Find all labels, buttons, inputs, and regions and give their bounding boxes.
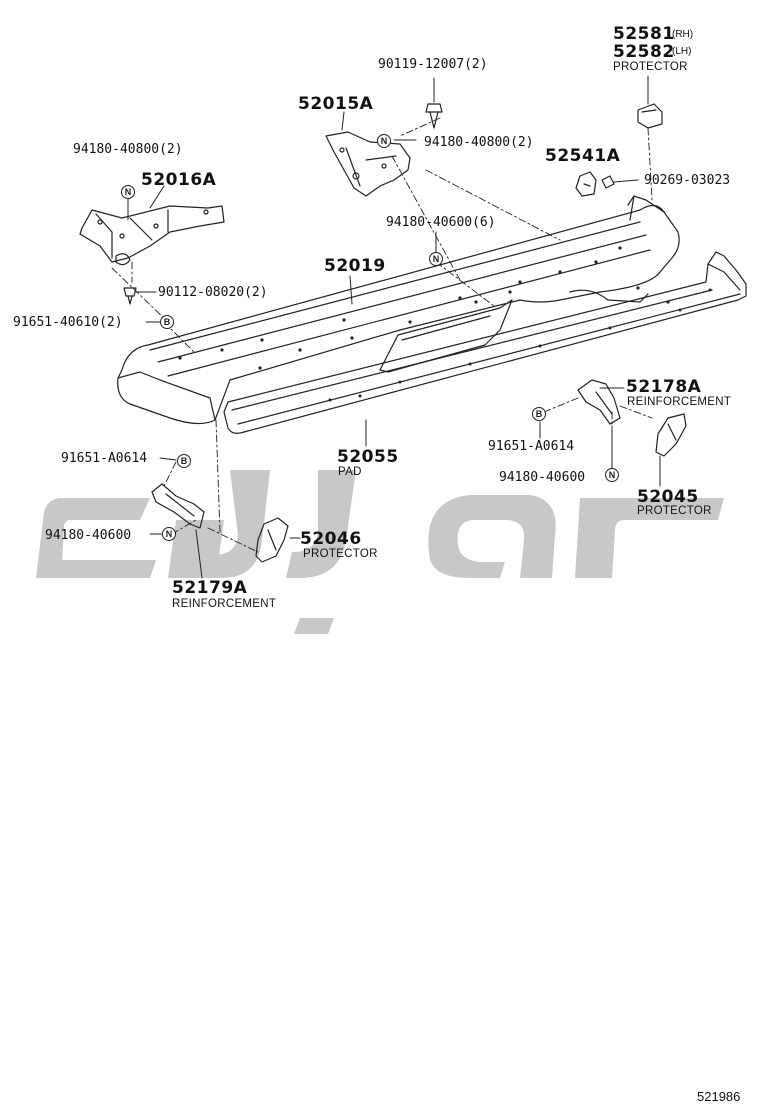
label-52178A-name: REINFORCEMENT: [627, 396, 732, 408]
label-52055: 52055: [337, 447, 399, 467]
label-91651-A0614-left: 91651-A0614: [61, 451, 148, 466]
pad-52055: [223, 251, 747, 434]
label-52582: 52582: [613, 42, 675, 62]
label-90269: 90269-03023: [644, 173, 731, 188]
bracket-52016A: [79, 205, 225, 266]
reinforcement-52178A: [577, 379, 621, 425]
label-91651-40610: 91651-40610(2): [13, 315, 123, 330]
bolt-90119: [425, 103, 443, 129]
diagram-code: 521986: [697, 1089, 741, 1104]
label-90119: 90119-12007(2): [378, 57, 488, 72]
screw-90269: [601, 175, 615, 189]
label-52582-side: (LH): [672, 46, 692, 57]
bolt-badge-left: B: [177, 454, 191, 468]
label-52055-name: PAD: [338, 466, 362, 478]
label-94180-40600-left: 94180-40600: [45, 528, 132, 543]
assembly-lines: [111, 117, 653, 553]
label-52045: 52045: [637, 487, 699, 507]
stay-52541A: [575, 171, 597, 197]
label-52179A-name: REINFORCEMENT: [172, 598, 277, 610]
protector-52581: [637, 103, 663, 129]
bolt-badge-40610: B: [160, 315, 174, 329]
label-52019: 52019: [324, 256, 386, 276]
label-52179A: 52179A: [172, 578, 248, 598]
label-90112: 90112-08020(2): [158, 285, 268, 300]
label-94180-40600-right: 94180-40600: [499, 470, 586, 485]
protector-52045: [655, 413, 687, 457]
nut-badge-52016A: N: [121, 185, 135, 199]
label-52581-side: (RH): [672, 29, 694, 40]
label-52045-name: PROTECTOR: [637, 505, 712, 517]
protector-52046: [255, 517, 289, 563]
label-52016A: 52016A: [141, 170, 217, 190]
label-52541A: 52541A: [545, 146, 621, 166]
label-5258x-name: PROTECTOR: [613, 61, 688, 73]
watermark-logo: [36, 470, 724, 634]
label-52046: 52046: [300, 529, 362, 549]
label-91651-A0614-right: 91651-A0614: [488, 439, 575, 454]
nut-badge-52019: N: [429, 252, 443, 266]
label-52178A: 52178A: [626, 377, 702, 397]
label-52015A: 52015A: [298, 94, 374, 114]
bumper-52019: [117, 195, 680, 425]
label-94180-40800-left: 94180-40800(2): [73, 142, 183, 157]
label-52046-name: PROTECTOR: [303, 548, 378, 560]
label-94180-40800-right: 94180-40800(2): [424, 135, 534, 150]
nut-badge-right: N: [605, 468, 619, 482]
nut-badge-52015A: N: [377, 134, 391, 148]
reinforcement-52179A: [151, 483, 205, 529]
bolt-badge-right: B: [532, 407, 546, 421]
bracket-52015A: [325, 131, 411, 197]
nut-badge-left: N: [162, 527, 176, 541]
label-52581: 52581: [613, 24, 675, 44]
bolt-90112: [123, 287, 137, 305]
label-94180-40600-6: 94180-40600(6): [386, 215, 496, 230]
